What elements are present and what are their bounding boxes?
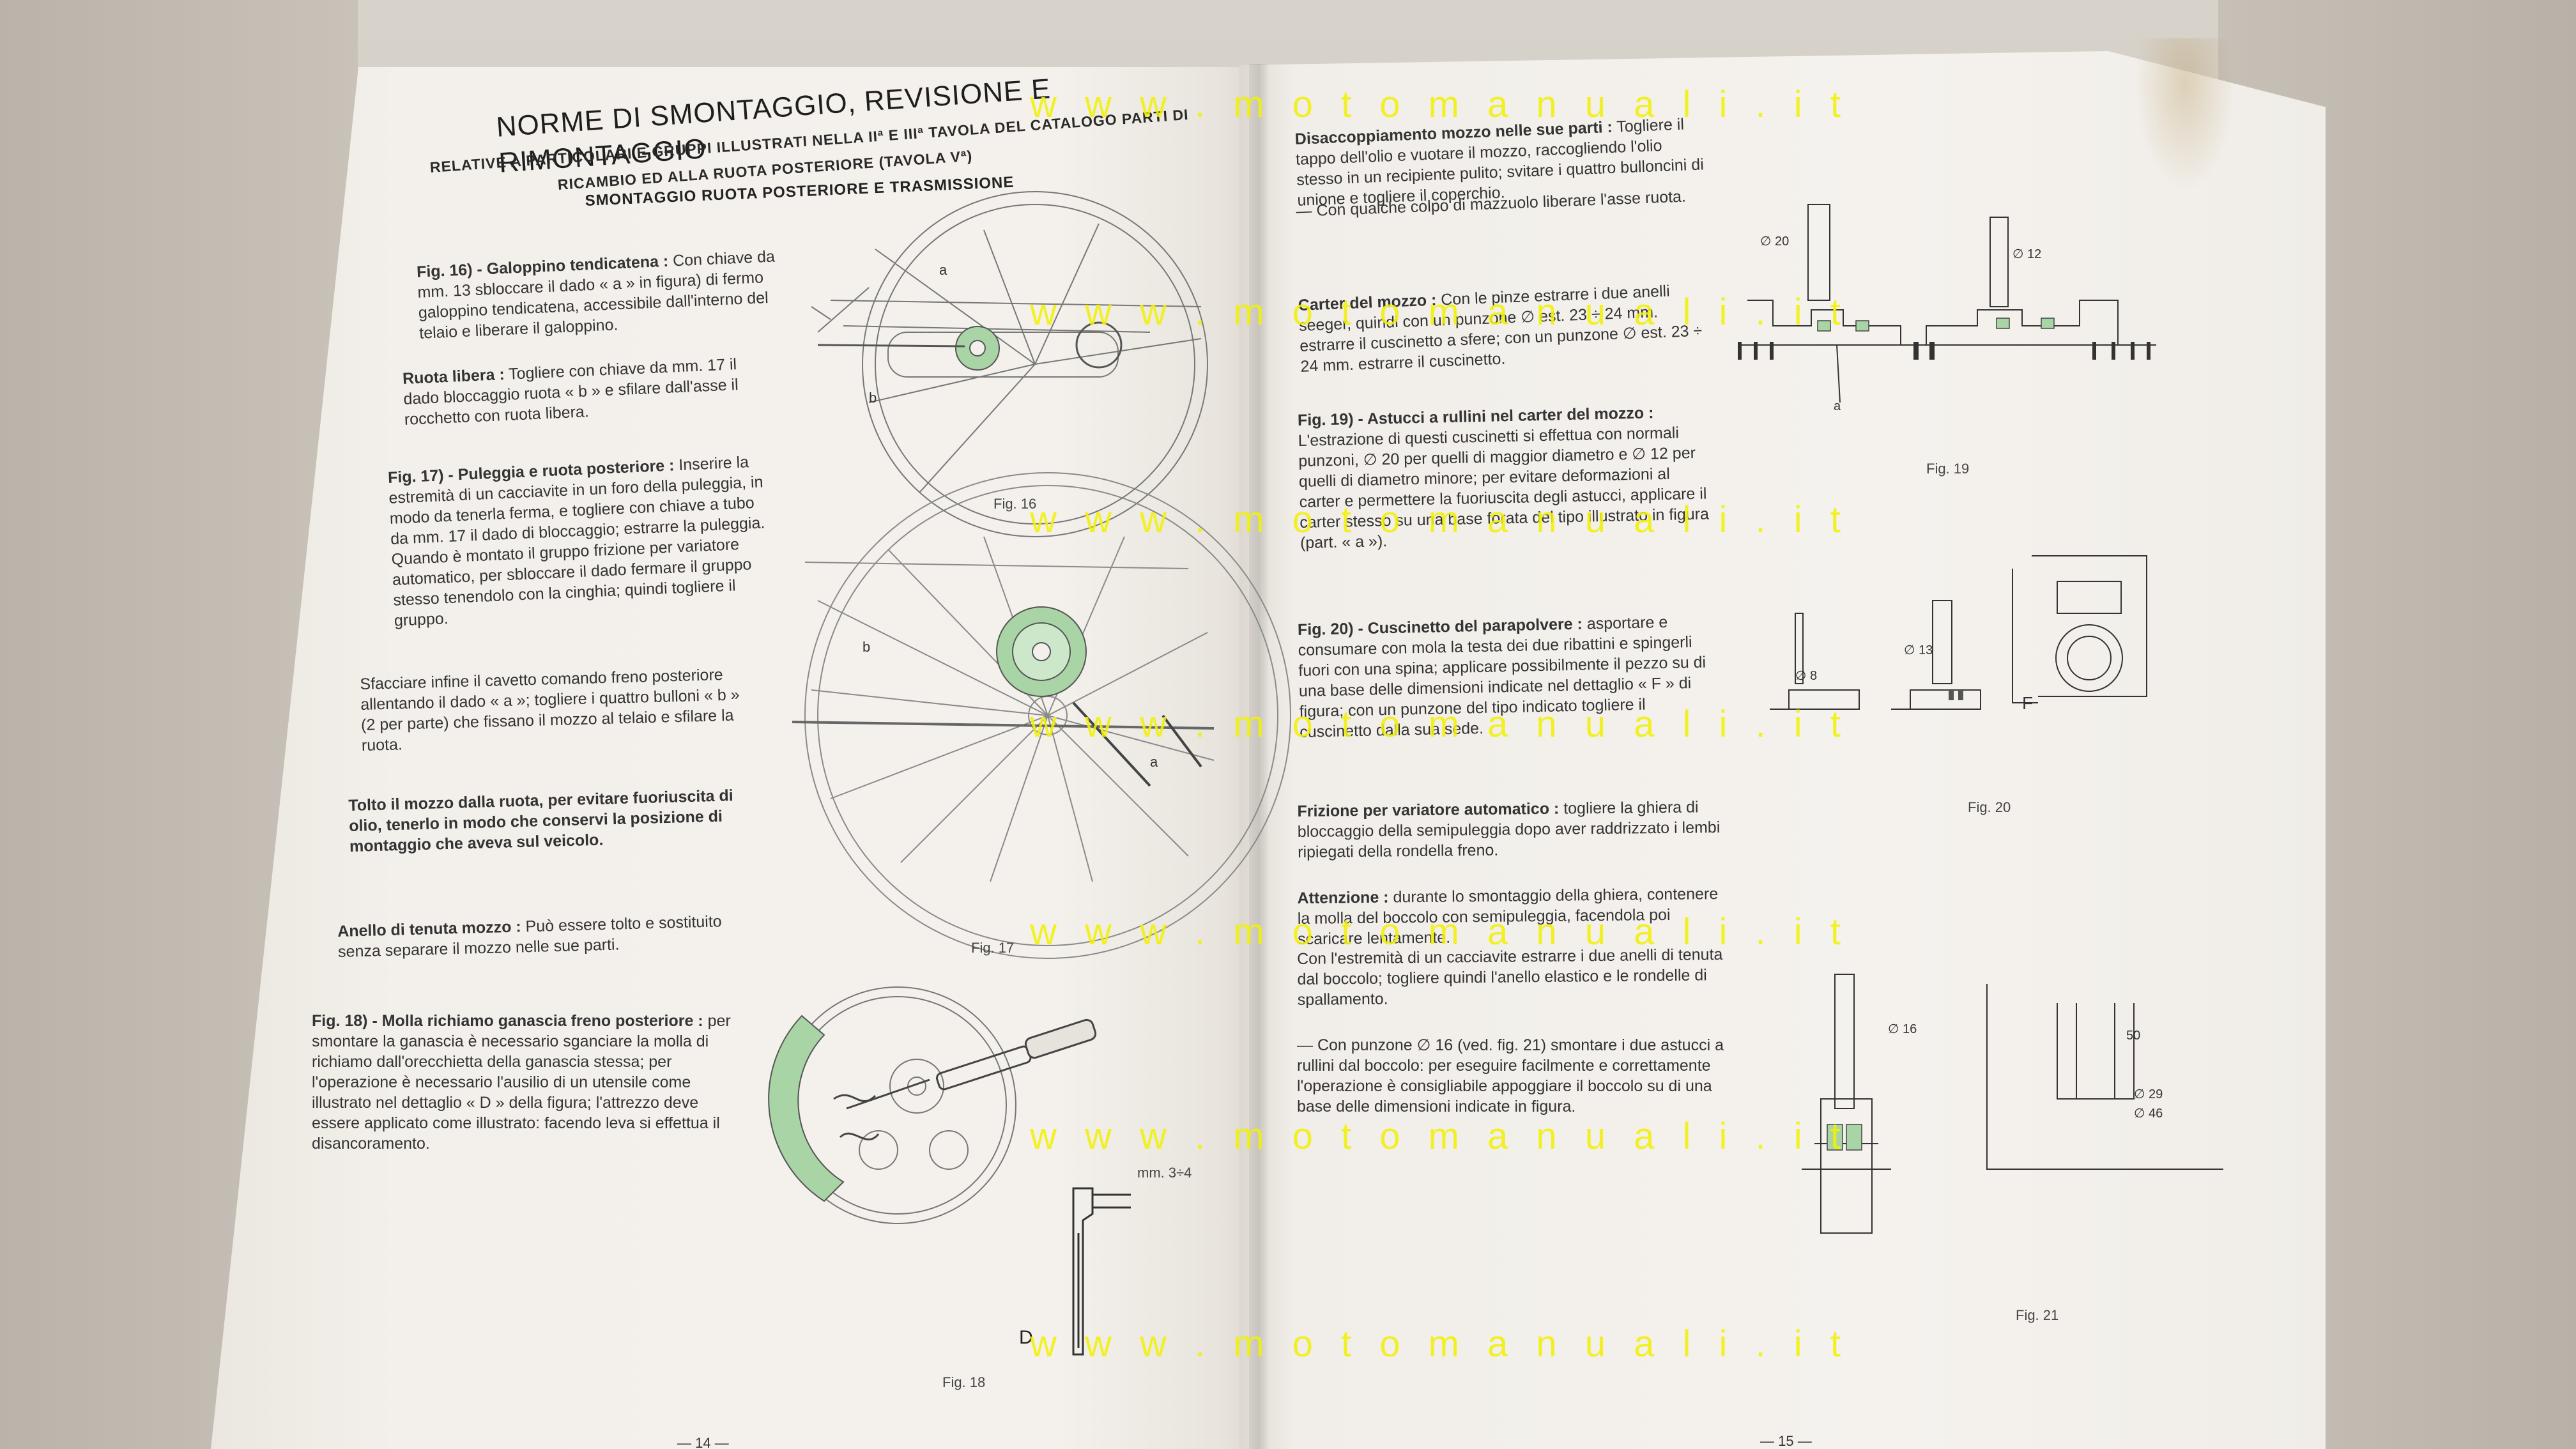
figure-19-label-a: a [1834,399,1841,413]
paragraph-fig18-heading: Fig. 18) - Molla richiamo ganascia freno… [312,1012,703,1030]
watermark-5: w w w . m o t o m a n u a l i . i t [1030,911,1850,953]
svg-text:a: a [939,262,947,278]
figure-20-dimension-8: ∅ 8 [1795,669,1818,683]
figure-18-detail-d [1072,1187,1131,1356]
paragraph-anello-heading: Anello di tenuta mozzo : [337,917,522,940]
paragraph-astucci-boccolo: — Con punzone ∅ 16 (ved. fig. 21) smonta… [1297,1036,1724,1116]
book-spine [1249,64,1268,1449]
left-page-number: — 14 — [677,1435,729,1449]
paragraph-frizione-heading: Frizione per variatore automatico : [1297,799,1560,820]
figure-18-dimension: mm. 3÷4 [1137,1165,1192,1181]
figure-17-drawing: a b [792,472,1291,959]
figure-20-detail-label: F [2022,693,2034,713]
figure-20-caption: Fig. 20 [1968,799,2011,815]
figure-21-dimension-50: 50 [2126,1029,2141,1043]
left-page [211,67,1265,1449]
figure-19-dimension-12: ∅ 12 [2012,247,2042,261]
figure-18-detail-label: D [1019,1327,1033,1348]
paragraph-ruota-libera-heading: Ruota libera : [402,365,505,388]
figure-20-dimension-13: ∅ 13 [1904,643,1933,657]
paper-stain [2134,38,2236,192]
figure-21-caption: Fig. 21 [2016,1307,2059,1323]
watermark-4: w w w . m o t o m a n u a l i . i t [1030,703,1850,745]
paragraph-bold-warning: Tolto il mozzo dalla ruota, per evitare … [348,786,733,855]
figure-16-drawing: b a [811,191,1208,537]
figure-21-dimension-29: ∅ 29 [2134,1087,2163,1101]
watermark-7: w w w . m o t o m a n u a l i . i t [1030,1323,1850,1365]
svg-text:b: b [869,390,877,406]
figure-21-dimension-46: ∅ 46 [2134,1107,2163,1121]
paragraph-attenzione-heading: Attenzione : [1297,888,1389,907]
figure-21-drawing [1802,974,2223,1234]
paragraph-fig18-text: per smontare la ganascia è necessario sg… [312,1012,731,1153]
paragraph-ruota-libera: Ruota libera : Togliere con chiave da mm… [401,332,775,430]
figure-20-drawing [1770,555,2147,710]
svg-text:b: b [862,639,870,655]
paragraph-fig17: Fig. 17) - Puleggia e ruota posteriore :… [387,431,778,631]
watermark-6: w w w . m o t o m a n u a l i . i t [1030,1116,1850,1157]
figure-18-caption: Fig. 18 [942,1374,986,1390]
paragraph-fig20-heading: Fig. 20) - Cuscinetto del parapolvere : [1297,615,1583,639]
paragraph-fig16: Fig. 16) - Galoppino tendicatena : Con c… [415,226,783,344]
right-page-number: — 15 — [1760,1433,1812,1449]
paragraph-fig18: Fig. 18) - Molla richiamo ganascia freno… [312,990,733,1154]
figure-18-drawing [768,986,1097,1224]
figure-19-dimension-20: ∅ 20 [1760,234,1790,249]
figure-17-caption: Fig. 17 [971,940,1015,956]
watermark-3: w w w . m o t o m a n u a l i . i t [1030,499,1850,540]
figure-19-drawing [1738,204,2156,403]
figure-19-caption: Fig. 19 [1926,461,1970,477]
paragraph-cavetto: Sfacciare infine il cavetto comando fren… [360,666,740,755]
right-page [1239,51,2326,1449]
watermark-2: w w w . m o t o m a n u a l i . i t [1030,291,1850,333]
watermark-1: w w w . m o t o m a n u a l i . i t [1030,84,1850,125]
svg-text:a: a [1150,754,1158,770]
paragraph-anelli-tenuta: Con l'estremità di un cacciavite estrarr… [1297,946,1723,1009]
paragraph-frizione: Frizione per variatore automatico : togl… [1297,776,1726,862]
paragraph-anello: Anello di tenuta mozzo : Può essere tolt… [337,891,740,962]
figure-16-caption: Fig. 16 [993,496,1037,512]
figure-21-dimension-16: ∅ 16 [1888,1022,1917,1036]
